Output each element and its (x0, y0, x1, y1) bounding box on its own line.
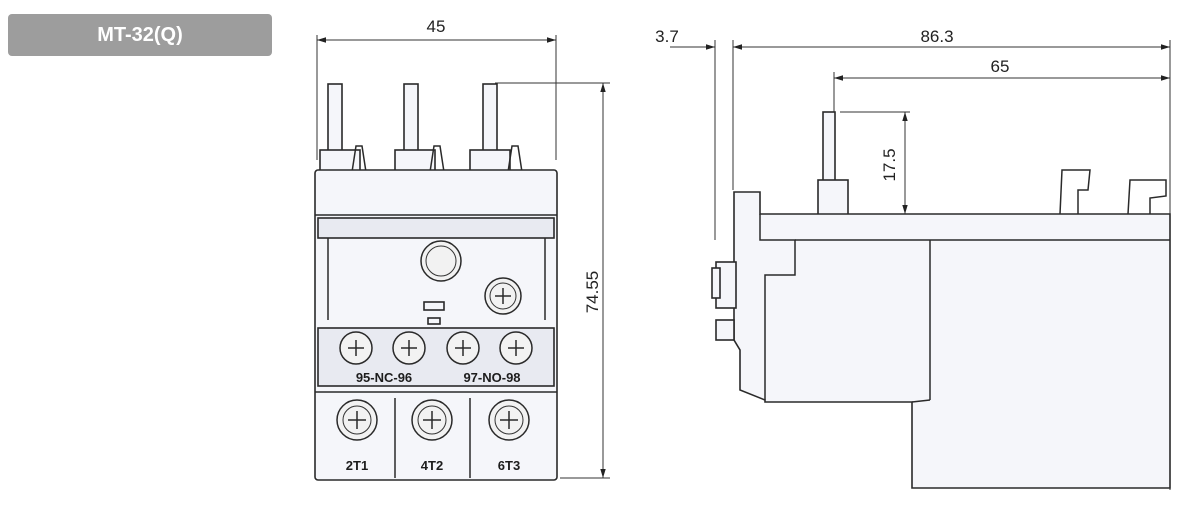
aux-no-label: 97-NO-98 (463, 370, 520, 385)
terminal-2t1-label: 2T1 (346, 458, 368, 473)
height-dimension-label: 74.55 (583, 271, 602, 314)
inner-depth-dimension-label: 65 (991, 57, 1010, 76)
width-dimension-label: 45 (427, 17, 446, 36)
aux-screws (339, 331, 533, 365)
terminal-height-dimension-label: 17.5 (880, 148, 899, 181)
front-view: 95-NC-96 97-NO-98 2T1 4T2 6T3 45 74.55 (314, 17, 610, 481)
aux-nc-label: 95-NC-96 (356, 370, 412, 385)
terminal-4t2-label: 4T2 (421, 458, 443, 473)
offset-dimension-label: 3.7 (655, 27, 679, 46)
side-view: 3.7 86.3 65 17.5 (655, 27, 1171, 490)
model-badge: MT-32(Q) (8, 14, 272, 56)
total-depth-dimension-label: 86.3 (920, 27, 953, 46)
terminal-6t3-label: 6T3 (498, 458, 520, 473)
main-screws (336, 399, 530, 441)
